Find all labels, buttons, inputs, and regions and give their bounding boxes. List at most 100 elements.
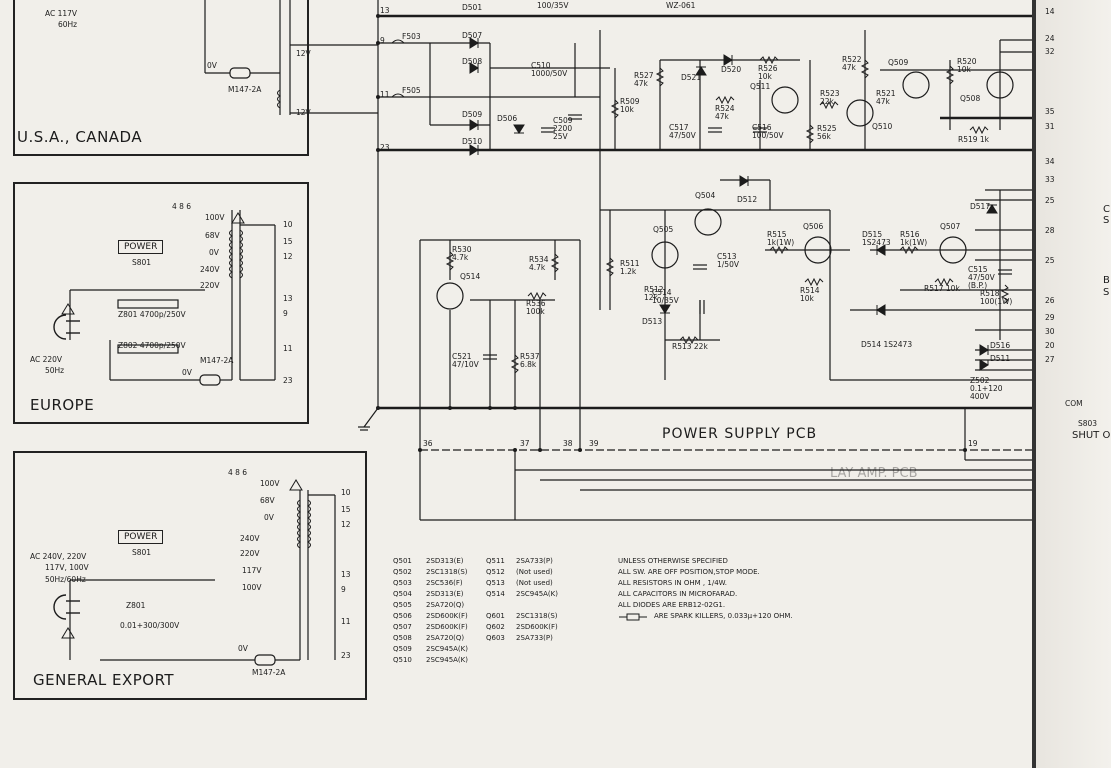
component-q507-ref: Q507 <box>940 222 961 231</box>
europe-pin-13: 13 <box>283 294 293 303</box>
europe-tap-4: 220V <box>200 281 220 290</box>
note-line: ALL RESISTORS IN OHM , 1/4W. <box>618 579 727 588</box>
fuse-f503: F503 <box>402 32 421 41</box>
right-letter-s1: S <box>1103 215 1110 226</box>
component-c516-ref: C516 <box>752 123 772 132</box>
component-r512-value: 12k <box>644 293 658 302</box>
general-export-tap-0: 100V <box>260 479 280 488</box>
right-com: COM <box>1065 399 1083 408</box>
pin-13-label: 13 <box>380 6 390 15</box>
component-q508: Q508 <box>960 95 980 103</box>
transistor-cell: 2SC536(F) <box>426 579 463 587</box>
transistor-cell: Q602 <box>486 623 505 631</box>
component-c517-value: 47/50V <box>669 131 696 140</box>
note-line: ARE SPARK KILLERS, 0.033μ+120 OHM. <box>654 612 793 621</box>
right-pin-28: 28 <box>1045 226 1055 235</box>
bottom-pin-38: 38 <box>563 439 573 448</box>
cap-100-35v: 100/35V <box>537 1 569 10</box>
component-r512-ref: R512 <box>644 285 664 294</box>
component-r525-ref: R525 <box>817 124 837 133</box>
europe-taps-top: 4 8 6 <box>172 202 192 211</box>
general-export-pin-12: 12 <box>341 520 351 529</box>
component-d510-ref: D510 <box>462 137 483 146</box>
component-q509-ref: Q509 <box>888 58 909 67</box>
wz061-label: WZ-061 <box>666 1 696 10</box>
component-d509: D509 <box>462 111 482 119</box>
component-d514-ref: D514 1S2473 <box>861 340 913 349</box>
transistor-row: Q509 2SC945A(K) <box>393 644 586 655</box>
pin-11-label: 11 <box>380 90 390 99</box>
component-d514: D514 1S2473 <box>861 341 912 349</box>
component-d512-ref: D512 <box>737 195 758 204</box>
component-c515-value: 47/50V <box>968 273 995 282</box>
component-r515-ref: R515 <box>767 230 787 239</box>
right-pin-14: 14 <box>1045 7 1055 16</box>
component-r522-ref: R522 <box>842 55 862 64</box>
rail-12v-a: 12V <box>296 49 311 58</box>
component-q511-ref: Q511 <box>750 82 771 91</box>
component-r518-value: 100(1W) <box>980 297 1013 306</box>
component-r530-value: 4.7k <box>452 253 469 262</box>
right-pin-35: 35 <box>1045 107 1055 116</box>
component-c514-value: 10/35V <box>652 296 679 305</box>
transistor-cell: (Not used) <box>516 579 553 587</box>
component-q514-ref: Q514 <box>460 272 481 281</box>
page-edge-shading <box>1036 0 1111 768</box>
general-export-tap-1: 68V <box>260 496 275 505</box>
usa-zero-v-label: 0V <box>207 61 217 70</box>
general-export-tap-6: 100V <box>242 583 262 592</box>
component-r537-ref: R537 <box>520 352 540 361</box>
component-r517-ref: R517 10k <box>924 284 960 293</box>
component-r517: R517 10k <box>924 285 960 293</box>
transistor-cell <box>486 655 516 666</box>
component-d520-ref: D520 <box>721 65 742 74</box>
transistor-cell: Q505 <box>393 601 412 609</box>
component-r526-ref: R526 <box>758 64 778 73</box>
transistor-cell: Q514 <box>486 590 505 598</box>
component-r527-ref: R527 <box>634 71 654 80</box>
transistor-cell <box>516 600 586 611</box>
transistor-cell: 2SC945A(K) <box>426 645 468 653</box>
component-r536-ref: R536 <box>526 299 546 308</box>
europe-pin-15: 15 <box>283 237 293 246</box>
component-d520: D520 <box>721 66 741 74</box>
transistor-cell: Q507 <box>393 623 412 631</box>
europe-box <box>13 182 309 424</box>
transistor-cell: 2SC1318(S) <box>426 568 468 576</box>
component-d515-value: 1S2473 <box>862 238 891 247</box>
component-c513-ref: C513 <box>717 252 737 261</box>
transistor-cell: Q509 <box>393 645 412 653</box>
component-q510-ref: Q510 <box>872 122 893 131</box>
right-pin-32: 32 <box>1045 47 1055 56</box>
general-export-zero-v: 0V <box>238 644 248 653</box>
usa-ac-label: AC 117V <box>45 9 78 18</box>
right-pin-31: 31 <box>1045 122 1055 131</box>
transistor-row: Q507 2SD600K(F) Q602 2SD600K(F) <box>393 622 586 633</box>
component-r513: R513 22k <box>672 343 708 351</box>
bottom-pin-19: 19 <box>968 439 978 448</box>
component-d515-ref: D515 <box>862 230 883 239</box>
component-z502-ref: Z502 <box>970 376 990 385</box>
transistor-cell: 2SD600K(F) <box>516 623 558 631</box>
note-line: ALL CAPACITORS IN MICROFARAD. <box>618 590 738 599</box>
component-r511-ref: R511 <box>620 259 640 268</box>
component-r530-ref: R530 <box>452 245 472 254</box>
transistor-cell: 2SD600K(F) <box>426 623 468 631</box>
general-export-title: GENERAL EXPORT <box>33 671 175 689</box>
component-q507: Q507 <box>940 223 960 231</box>
component-d521: D521 <box>681 74 701 82</box>
component-d508-ref: D508 <box>462 57 483 66</box>
